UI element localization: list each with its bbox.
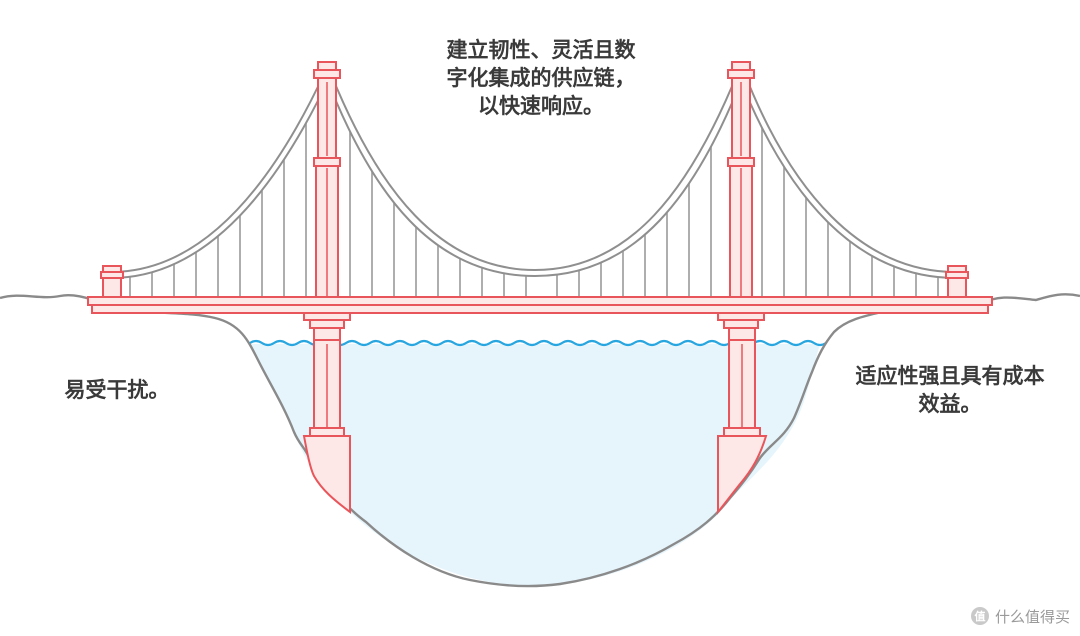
top-annotation-line-1: 建立韧性、灵活且数 bbox=[446, 38, 636, 62]
top-annotation-line-3: 以快速响应。 bbox=[478, 94, 604, 118]
river-water bbox=[250, 344, 820, 587]
left-annotation-text: 易受干扰。 bbox=[64, 378, 170, 402]
left-pier bbox=[302, 339, 351, 515]
bridge-deck bbox=[87, 296, 993, 314]
watermark-text: 什么值得买 bbox=[994, 607, 1070, 626]
site-watermark: 值 什么值得买 bbox=[970, 604, 1070, 628]
right-tower bbox=[717, 61, 765, 341]
left-annotation: 易受干扰。 bbox=[42, 376, 192, 404]
right-annotation-line-1: 适应性强且具有成本 bbox=[855, 364, 1045, 388]
left-tower bbox=[303, 61, 351, 341]
right-pier bbox=[717, 339, 768, 515]
left-end-post bbox=[100, 265, 124, 299]
watermark-logo-icon: 值 bbox=[970, 607, 989, 625]
top-annotation-line-2: 字化集成的供应链， bbox=[446, 66, 636, 90]
right-annotation-line-2: 效益。 bbox=[918, 392, 982, 416]
top-annotation: 建立韧性、灵活且数 字化集成的供应链， 以快速响应。 bbox=[410, 36, 672, 120]
right-end-post bbox=[945, 265, 969, 299]
right-annotation: 适应性强且具有成本 效益。 bbox=[826, 362, 1074, 418]
main-cables bbox=[110, 71, 957, 279]
suspender-cables bbox=[129, 123, 939, 297]
